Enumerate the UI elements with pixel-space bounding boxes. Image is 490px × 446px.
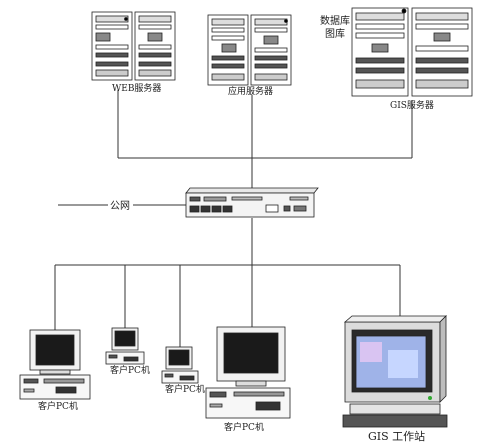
pc3-label: 客户PC机: [165, 383, 205, 395]
pc4-label: 客户PC机: [224, 421, 264, 433]
router-icon: [185, 187, 319, 218]
pc4-icon: [205, 326, 291, 419]
pc2-icon: [105, 327, 145, 365]
pc1-icon: [19, 329, 91, 400]
web-server-icon: [91, 11, 176, 81]
public-net-label: 公网: [110, 200, 130, 212]
gis-server-label: GIS服务器: [390, 99, 434, 111]
pc2-label: 客户PC机: [110, 364, 150, 376]
database-label-line2: 图库: [325, 27, 345, 40]
gis-workstation-label: GIS 工作站: [368, 429, 425, 443]
pc1-label: 客户PC机: [38, 400, 78, 412]
pc3-icon: [161, 346, 199, 384]
web-server-label: WEB服务器: [112, 82, 161, 94]
connection-lines: [54, 90, 413, 347]
app-server-label: 应用服务器: [228, 85, 273, 97]
gis-server-icon: [351, 7, 473, 97]
app-server-icon: [207, 14, 292, 86]
database-label-line1: 数据库: [320, 14, 350, 27]
gis-workstation-icon: [342, 315, 448, 428]
